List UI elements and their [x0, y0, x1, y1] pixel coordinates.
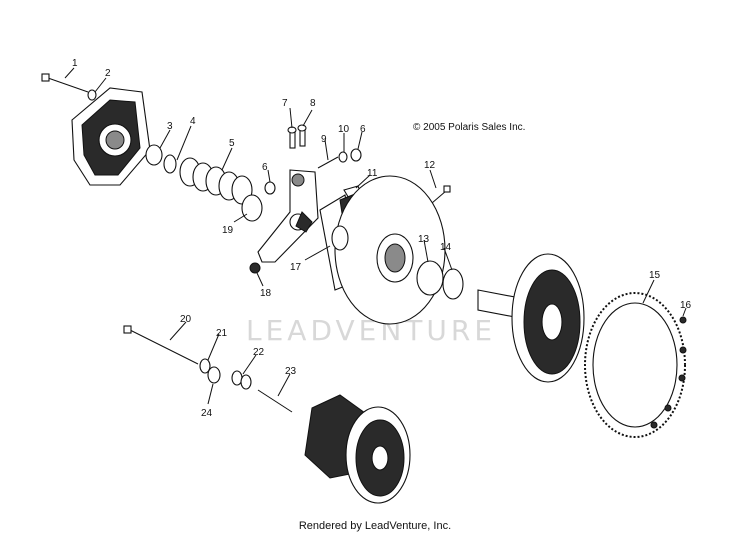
callout-8: 8 [310, 98, 316, 109]
callout-1: 1 [72, 58, 78, 69]
part-22-ring-b [240, 374, 252, 390]
part-14-ring [442, 268, 464, 300]
footer-text: Rendered by LeadVenture, Inc. [298, 520, 452, 532]
callout-3: 3 [167, 121, 173, 132]
callout-19: 19 [222, 225, 234, 236]
callout-10: 10 [338, 124, 350, 135]
callout-numbers: 1 2 3 4 5 6 7 8 9 10 6 11 12 13 14 15 16… [72, 58, 692, 419]
part-23-pin [257, 389, 293, 413]
callout-21: 21 [216, 328, 228, 339]
part-15-ring-gear [584, 292, 686, 438]
part-21-washer [199, 358, 211, 374]
part-13-bushing [416, 260, 444, 296]
callout-13: 13 [418, 234, 430, 245]
part-1-bolt [41, 73, 89, 93]
part-4-ring [163, 154, 177, 174]
part-20-bolt [123, 325, 199, 365]
part-16-bolts [650, 316, 687, 429]
callout-6-right: 6 [360, 124, 366, 135]
part-7-8-pins [287, 124, 307, 149]
callout-15: 15 [649, 270, 661, 281]
callout-22: 22 [253, 347, 265, 358]
callout-11: 11 [367, 168, 378, 179]
part-6-roller-right [350, 148, 362, 162]
callout-12: 12 [424, 160, 436, 171]
callout-23: 23 [285, 366, 297, 377]
part-9-pin [317, 156, 339, 169]
part-6-roller [264, 181, 276, 195]
callout-18: 18 [260, 288, 272, 299]
part-5-spring [179, 157, 253, 205]
callout-2: 2 [105, 68, 111, 79]
part-24-washer [207, 366, 221, 384]
callout-24: 24 [201, 408, 213, 419]
copyright-text: © 2005 Polaris Sales Inc. [413, 122, 525, 133]
callout-7: 7 [282, 98, 288, 109]
callout-20: 20 [180, 314, 192, 325]
callout-5: 5 [229, 138, 235, 149]
callout-4: 4 [190, 116, 196, 127]
part-3-bushing [145, 144, 163, 166]
cover-plate [71, 87, 151, 186]
part-19-bushing [241, 194, 263, 222]
assembled-clutch [304, 394, 411, 504]
callout-14: 14 [440, 242, 452, 253]
fixed-sheave-shaft [477, 253, 585, 383]
part-18-nut [249, 262, 261, 274]
part-2-washer [87, 89, 97, 101]
callout-16: 16 [680, 300, 692, 311]
flyweight-arm [257, 169, 319, 263]
watermark-text: LEADVENTURE [246, 314, 496, 347]
callout-17: 17 [290, 262, 302, 273]
leader-lines [64, 67, 687, 405]
part-10-washer [338, 151, 348, 163]
callout-6-left: 6 [262, 162, 268, 173]
part-17-bushing [331, 225, 349, 251]
callout-9: 9 [321, 134, 327, 145]
